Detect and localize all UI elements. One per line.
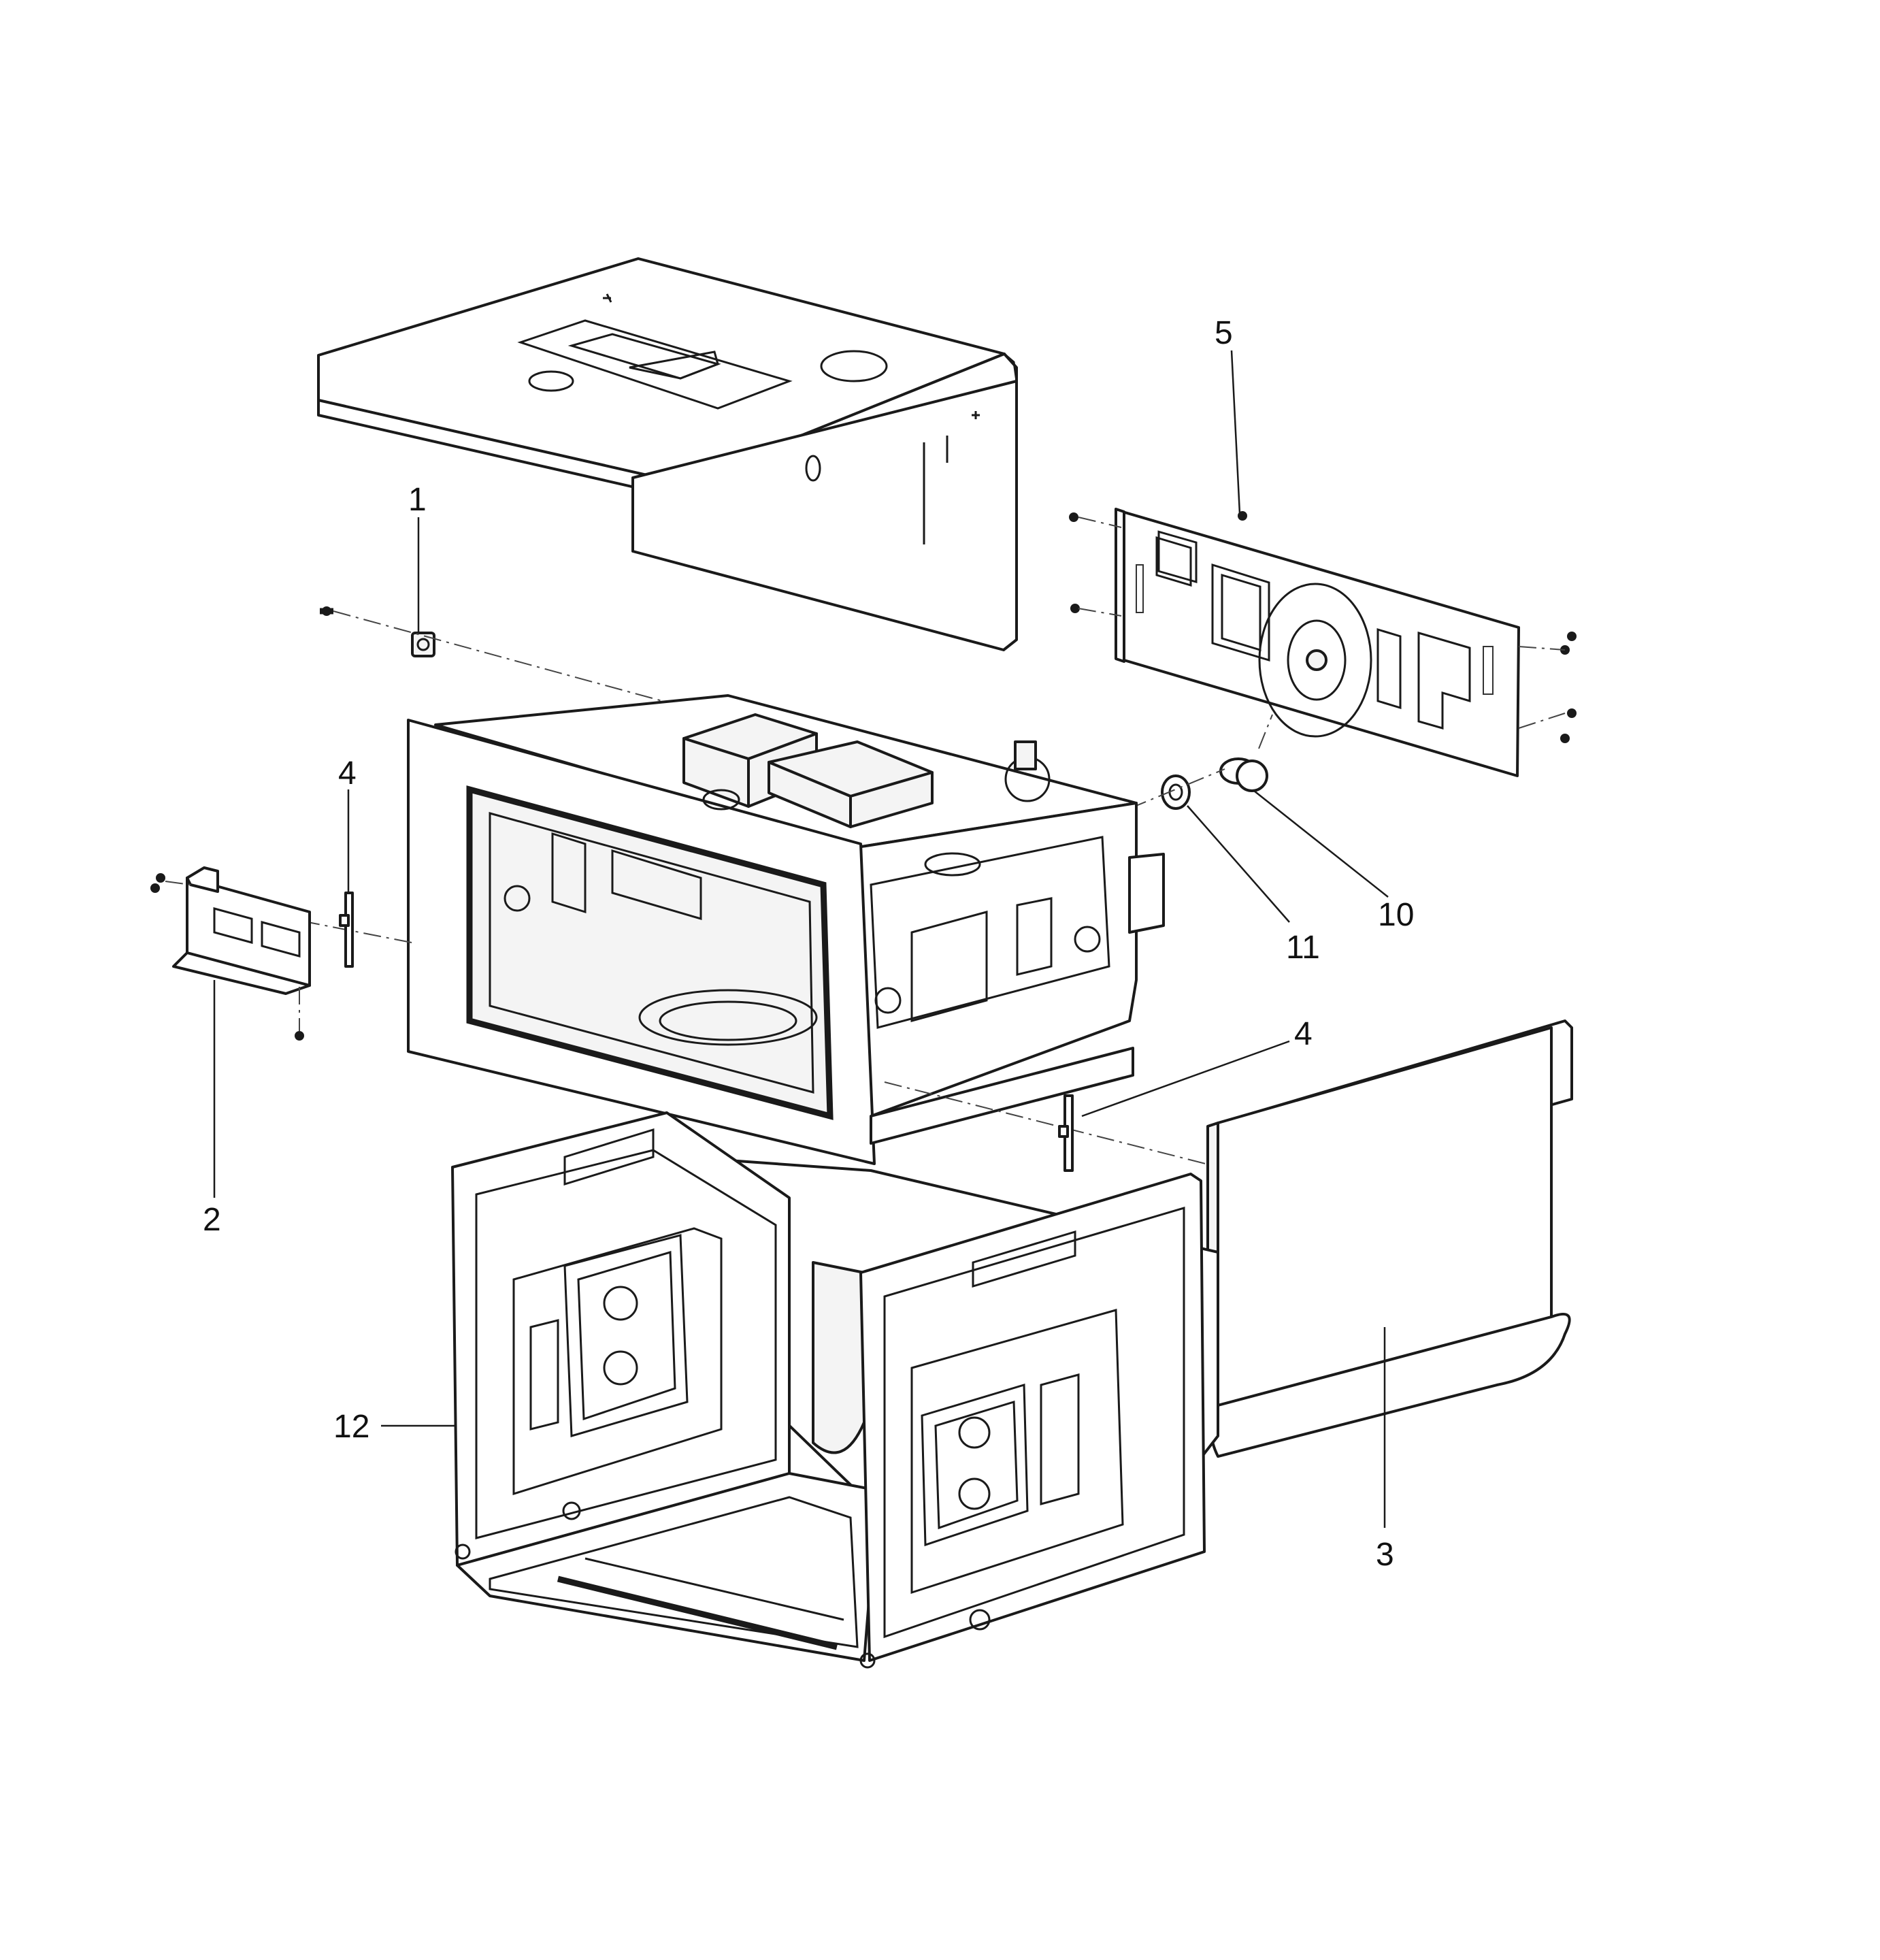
callout-11: 11 bbox=[1286, 930, 1320, 966]
part-11-washer bbox=[1161, 774, 1191, 810]
part-12-lower-cavity bbox=[451, 1111, 1219, 1669]
callout-5: 5 bbox=[1215, 315, 1233, 351]
callout-4-left: 4 bbox=[338, 755, 357, 791]
callout-labels: 1 5 4 2 4 10 11 3 12 bbox=[203, 315, 1414, 1573]
callout-1: 1 bbox=[408, 482, 427, 518]
part-1-sensor bbox=[320, 606, 725, 719]
callout-10: 10 bbox=[1378, 897, 1414, 933]
oven-cavity-upper bbox=[407, 694, 1165, 1165]
part-5-back-panel bbox=[1069, 508, 1577, 777]
callout-12: 12 bbox=[333, 1409, 369, 1445]
top-cover-panel bbox=[317, 257, 1018, 651]
part-4-clip-left bbox=[339, 892, 354, 968]
part-2-bracket bbox=[150, 866, 311, 1041]
side-wrap-panel bbox=[1206, 1019, 1573, 1458]
callout-4-right: 4 bbox=[1294, 1016, 1313, 1052]
part-10-bushing bbox=[1219, 757, 1268, 792]
callout-3: 3 bbox=[1376, 1537, 1394, 1573]
part-4-clip-right bbox=[1058, 1094, 1074, 1172]
callout-2: 2 bbox=[203, 1202, 221, 1238]
leader-lines bbox=[213, 350, 1389, 1528]
